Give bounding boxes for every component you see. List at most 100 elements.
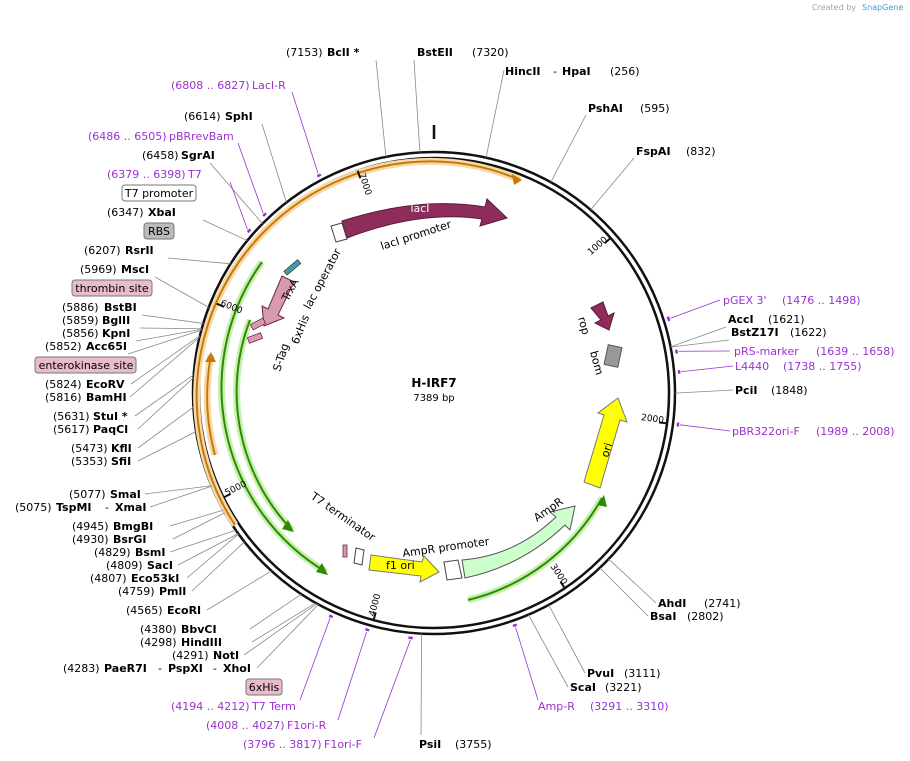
site-bbvci-name: BbvCI [181,623,217,636]
ori-label: ori [598,441,615,459]
site-smai-pos: (5077) [69,488,106,501]
orf-green-left-head [316,563,328,575]
primer-pbrrevbam-name: pBRrevBam [169,130,234,143]
primer-t7-name: T7 [187,168,202,181]
leader-line [528,614,569,688]
tick-label-5000: 5000 [224,479,249,498]
site-stui-pos: (5631) [53,410,90,423]
site-bsrgi-pos: (4930) [72,533,109,546]
primer-pgex3-name: pGEX 3' [723,294,767,307]
site-bglii-name: BglII [102,314,130,327]
primer-laci-r-name: LacI-R [252,79,286,92]
primer-pbrrevbam-range: (6486 .. 6505) [88,130,167,143]
site-pvui-pos: (3111) [624,667,661,680]
site-bamhi-name: BamHI [86,391,127,404]
primer-pgex3-range: (1476 .. 1498) [782,294,861,307]
site-bstz17i-pos: (1622) [790,326,827,339]
leader-line [202,219,248,241]
tick-mark-1000 [603,237,612,244]
site-bsteii-pos: (7320) [472,46,509,59]
primer-prs-marker-name: pRS-marker [734,345,799,358]
lac-operator-feature [283,259,302,276]
bom-feature [603,344,623,368]
plasmid-name: H-IRF7 [411,376,456,390]
site-xbai-name: XbaI [148,206,176,219]
site-hindiii-pos: (4298) [140,636,177,649]
f1-ori-feature [368,554,440,583]
site-bsai-name: BsaI [650,610,676,623]
orf-arcs [193,157,607,604]
leader-line [249,593,302,630]
sixhis-feature [249,317,267,331]
site-ecorv-name: EcoRV [86,378,125,391]
enterokinase-site-box [34,356,137,374]
site-bstz17i-name: BstZ17I [731,326,779,339]
site-eco53ki-name: Eco53kI [131,572,179,585]
site-acc65i-name: Acc65I [86,340,127,353]
leader-line [135,328,202,342]
site-bsai-pos: (2802) [687,610,724,623]
lac-operator-label: lac operator [301,246,344,311]
site-xhoi-name: XhoI [223,662,251,675]
rbs-box [143,222,175,240]
t7-promoter-box [121,184,197,202]
stag-label: S-Tag [270,342,291,373]
leader-line [485,69,505,158]
leader-line [256,604,319,669]
primer-t7-range: (6379 .. 6398) [107,168,186,181]
leader-line [169,529,237,553]
leader-line [130,335,201,385]
primer-mark [365,628,370,632]
site-ahdi-name: AhdI [658,597,686,610]
site-hpai-dash: - [553,65,557,78]
site-noti-pos: (4291) [172,649,209,662]
site-pshai-pos: (595) [640,102,670,115]
tick-label-7000: 7000 [356,172,373,197]
orf-orange-top-head [512,174,522,185]
site-hincii-name: HincII [505,65,541,78]
primer-f1ori-f-range: (3796 .. 3817) [243,738,322,751]
orf-orange-inner [206,354,216,456]
t7-terminator-label: T7 terminator [307,489,378,544]
site-pspxi-name: PspXI [168,662,203,675]
laci-promoter-feature [330,222,348,243]
site-scai-name: ScaI [570,681,596,694]
sixhis-boxed-label: 6xHis [249,681,280,694]
primer-mark [674,349,679,354]
leader-line [548,604,586,674]
site-bmgbi-pos: (4945) [72,520,109,533]
primer-mark [262,212,267,217]
primer-t7-term-name: T7 Term [251,700,296,713]
rop-feature [590,301,615,331]
t7-promoter-boxed-label: T7 promoter [124,187,194,200]
site-noti-name: NotI [213,649,239,662]
site-sgrai-pos: (6458) [142,149,179,162]
primer-mark [676,422,680,427]
leader-line [670,326,727,348]
primer-leader [229,181,248,230]
site-pvui-name: PvuI [587,667,614,680]
leader-line [674,389,734,394]
credit-prefix: Created by [812,3,856,12]
tick-label-3000: 3000 [548,562,569,587]
primer-prs-marker-range: (1639 .. 1658) [816,345,895,358]
primer-labels: (6808 .. 6827) LacI-R (6486 .. 6505) pBR… [88,79,895,751]
trxa-feature [261,275,295,327]
primer-amp-r-name: Amp-R [538,700,575,713]
tick-mark-3000 [559,580,566,589]
leader-line [550,114,587,183]
primer-leader [681,365,734,373]
site-bbvci-pos: (4380) [140,623,177,636]
orf-green-bottom-head [597,495,607,507]
snapgene-logo: SnapGene [862,3,903,12]
site-bamhi-pos: (5816) [45,391,82,404]
site-ecorv-pos: (5824) [45,378,82,391]
tick-mark-4000 [372,612,377,621]
site-tspmi-pos: (5075) [15,501,52,514]
leader-line [167,257,231,265]
orf-green-left [220,261,327,573]
site-hincii-pos: (256) [610,65,640,78]
orf-orange-outer-glow [193,174,347,527]
site-psii-pos: (3755) [455,738,492,751]
